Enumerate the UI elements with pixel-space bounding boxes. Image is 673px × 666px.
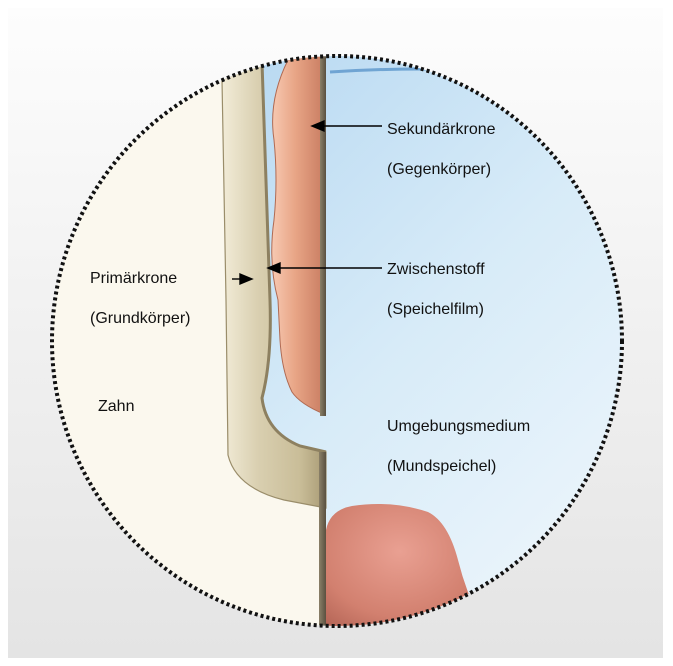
label-intermediate-sub: (Speichelfilm) (387, 301, 484, 319)
cut-edge (319, 452, 326, 642)
label-primary-crown-sub: (Grundkörper) (90, 310, 190, 328)
label-intermediate: Zwischenstoff (387, 261, 485, 279)
label-primary-crown: Primärkrone (90, 270, 177, 288)
label-environment: Umgebungsmedium (387, 418, 530, 436)
label-secondary-crown-sub: (Gegenkörper) (387, 161, 491, 179)
secondary-crown-edge (320, 54, 326, 416)
label-secondary-crown: Sekundärkrone (387, 121, 496, 139)
label-tooth: Zahn (98, 398, 134, 416)
label-environment-sub: (Mundspeichel) (387, 458, 496, 476)
